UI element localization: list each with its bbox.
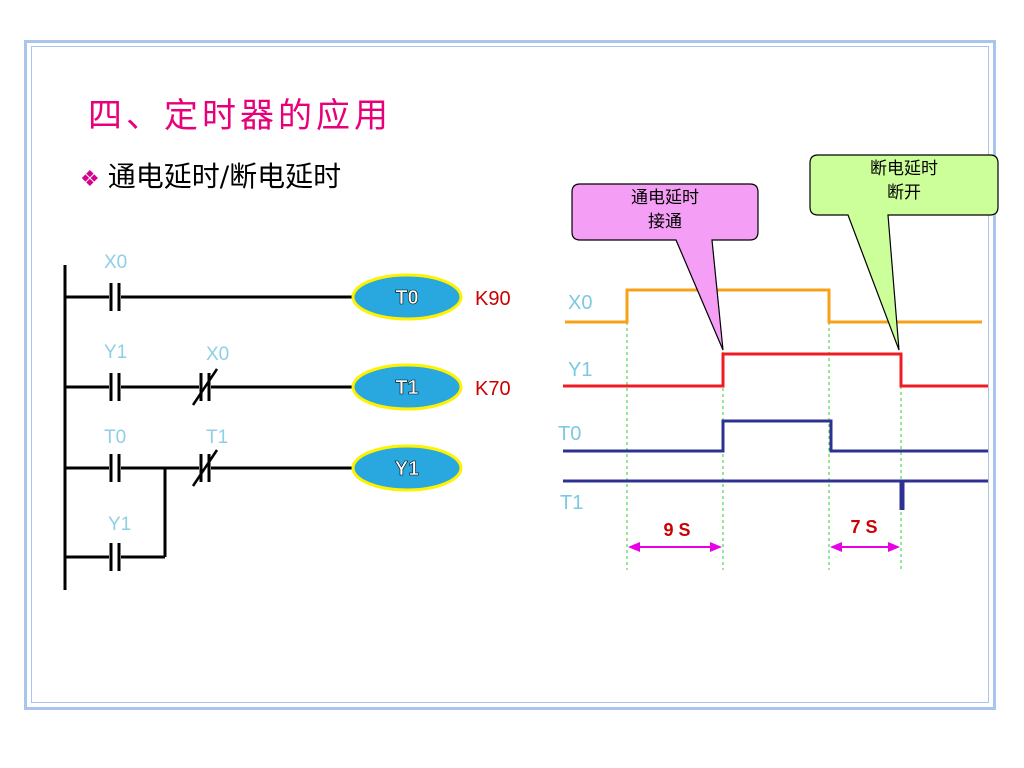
bullet-item: ❖ 通电延时/断电延时: [80, 155, 341, 195]
contact-x0-nc-slash: [191, 368, 219, 406]
coil-y1-label: Y1: [395, 458, 419, 480]
bullet-text: 通电延时/断电延时: [107, 160, 342, 193]
guide-lines: [626, 292, 902, 570]
delay-on-arrowhead-right: [710, 542, 722, 552]
label-contact-x0-nc: X0: [206, 344, 229, 365]
waveform-x0: [565, 288, 982, 324]
label-contact-x0: X0: [104, 252, 127, 273]
callout-off-bubble: [809, 154, 999, 351]
setting-t1: K70: [475, 378, 511, 400]
coil-t1-label: T1: [395, 377, 418, 399]
waveform-y1: [563, 352, 988, 388]
delay-off-arrowhead-left: [830, 542, 842, 552]
label-contact-t1-nc: T1: [206, 427, 228, 448]
delay-off-arrowhead-right: [888, 542, 900, 552]
waveform-t0: [563, 419, 988, 453]
signal-label-y1: Y1: [568, 359, 592, 381]
callout-off-line2: 断开: [887, 183, 921, 203]
callout-off-text: 断电延时 断开: [810, 157, 998, 205]
coil-t0-label: T0: [395, 287, 418, 309]
diamond-bullet-icon: ❖: [80, 167, 100, 192]
label-contact-y1: Y1: [104, 342, 127, 363]
coil-y1: Y1: [351, 444, 463, 492]
slide-frame-outer: [24, 40, 996, 710]
slide-title: 四、定时器的应用: [88, 96, 392, 136]
label-contact-y1-hold: Y1: [108, 514, 131, 535]
signal-label-t1: T1: [560, 492, 583, 514]
contact-t1-nc-slash: [191, 449, 219, 487]
callout-on-line2: 接通: [648, 212, 682, 232]
slide-frame-inner: [31, 46, 989, 703]
delay-on-label: 9 S: [663, 520, 690, 540]
callout-off-line1: 断电延时: [870, 159, 938, 179]
callout-on-line1: 通电延时: [631, 188, 699, 208]
signal-label-x0: X0: [568, 292, 592, 314]
delay-off-label: 7 S: [850, 517, 877, 537]
callout-on-text: 通电延时 接通: [572, 186, 758, 234]
signal-label-t0: T0: [558, 423, 581, 445]
coil-t1: T1: [351, 363, 463, 411]
coil-t0: T0: [351, 273, 463, 321]
delay-on-arrowhead-left: [628, 542, 640, 552]
label-contact-t0: T0: [104, 427, 126, 448]
ladder-diagram: [63, 265, 352, 590]
callout-on-bubble: [571, 183, 759, 351]
setting-t0: K90: [475, 288, 511, 310]
